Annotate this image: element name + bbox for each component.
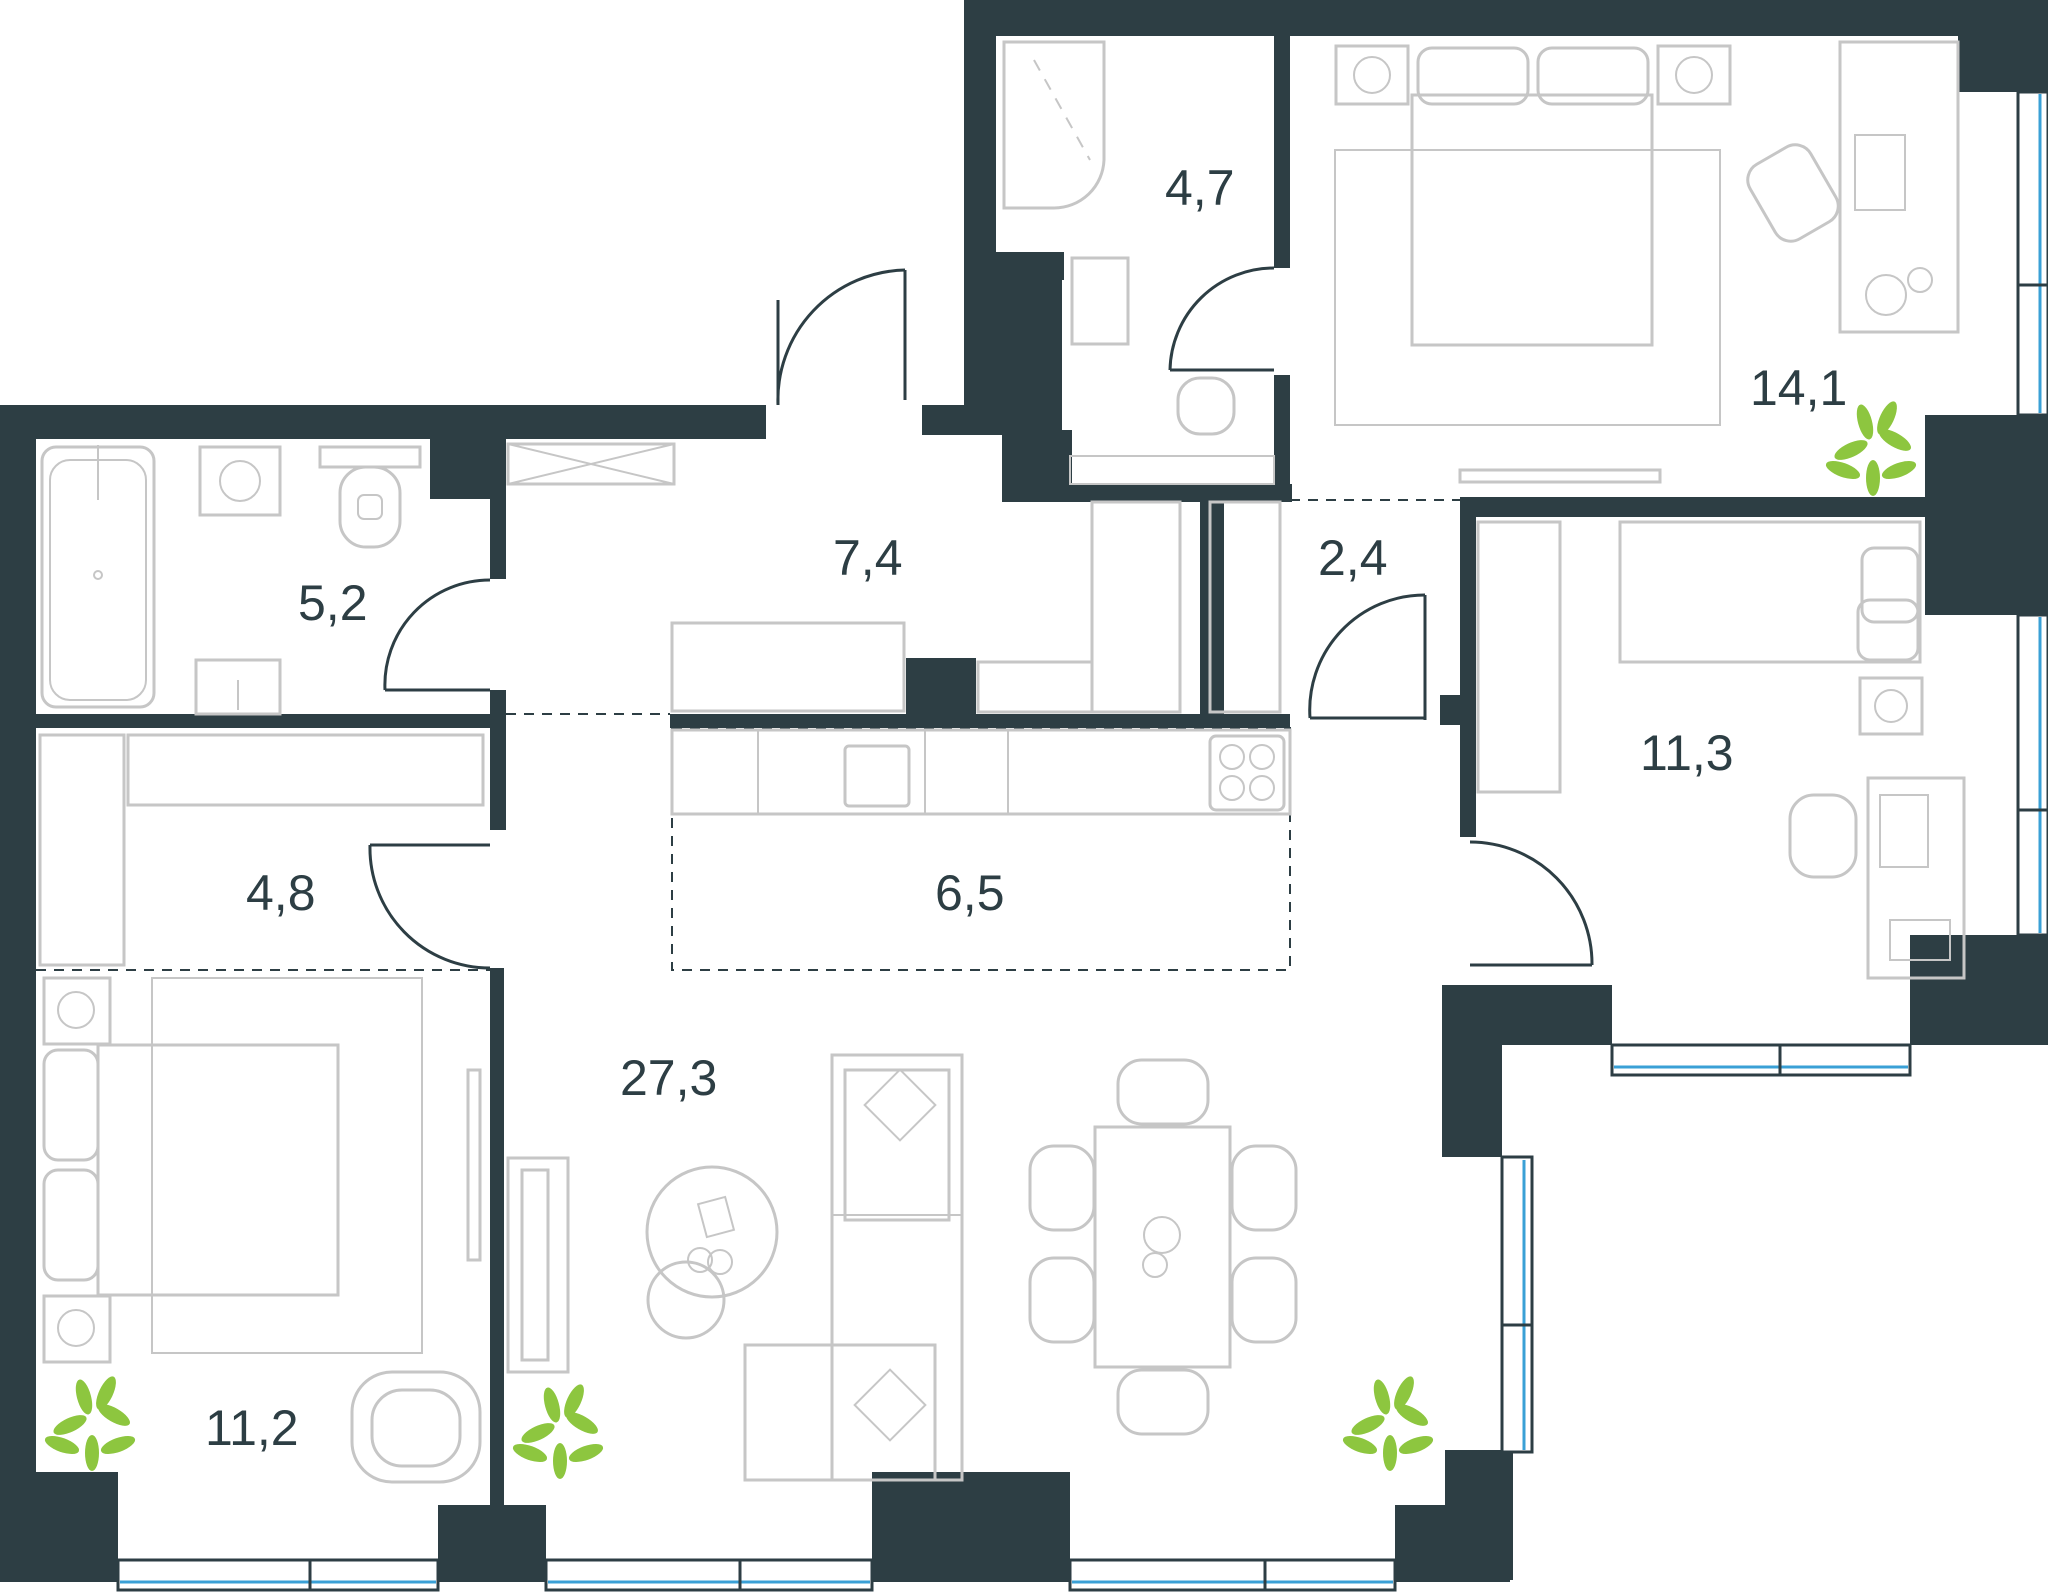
area-label-shower-room: 4,7	[1165, 160, 1235, 216]
area-label-bedroom-top: 14,1	[1750, 360, 1847, 416]
area-label-kitchen: 6,5	[935, 865, 1005, 921]
plant-icon	[1825, 401, 1917, 496]
area-label-corridor: 2,4	[1318, 530, 1388, 586]
plant-icon	[512, 1384, 604, 1479]
windows	[116, 90, 2048, 1592]
doors	[368, 266, 1594, 970]
plant-icon	[44, 1376, 136, 1471]
area-label-bathroom: 5,2	[298, 575, 368, 631]
area-label-hall: 7,4	[833, 530, 903, 586]
furniture	[38, 40, 1966, 1484]
zone-dividers	[36, 499, 1460, 971]
area-label-bedroom-left: 11,2	[205, 1400, 299, 1456]
area-label-living-room: 27,3	[620, 1050, 717, 1106]
area-labels: 4,7 14,1 5,2 7,4 2,4 11,3 4,8 6,5 27,3 1…	[205, 160, 1847, 1456]
plant-icon	[1342, 1376, 1434, 1471]
area-label-bedroom-right: 11,3	[1640, 725, 1734, 781]
area-label-wardrobe: 4,8	[246, 865, 316, 921]
